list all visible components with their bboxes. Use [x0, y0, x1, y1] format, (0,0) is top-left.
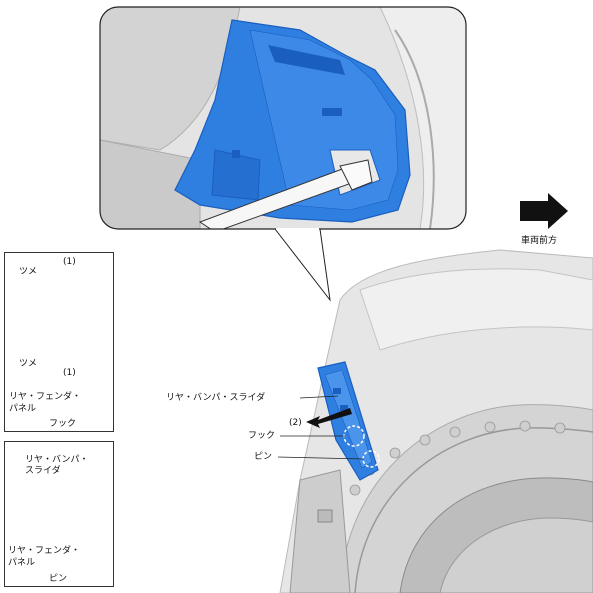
pin-slider-label-2: スライダ	[25, 466, 61, 476]
hook-detail-caption: フック	[49, 419, 77, 429]
rear-bumper-slider-part	[317, 361, 379, 481]
leader-lines	[277, 395, 365, 460]
hook-claw-top-label: ツメ	[19, 267, 38, 277]
pin-location-marker	[362, 450, 380, 468]
step-2-label: (2)	[289, 418, 302, 428]
hook-claw-bottom-label: ツメ	[19, 359, 38, 369]
zoom-balloon	[99, 6, 467, 302]
pin-callout: ピン	[254, 452, 273, 462]
pin-panel-label-1: リヤ・フェンダ・	[8, 546, 81, 556]
vehicle-body	[279, 249, 593, 593]
pin-detail-caption: ピン	[49, 574, 68, 584]
pin-detail-box	[4, 441, 114, 587]
pin-slider-label-1: リヤ・バンパ・	[25, 455, 89, 465]
slider-callout: リヤ・バンパ・スライダ	[166, 393, 266, 403]
hook-panel-label-2: パネル	[9, 404, 37, 414]
hook-panel-label-1: リヤ・フェンダ・	[9, 392, 82, 402]
pin-panel-label-2: パネル	[8, 558, 36, 568]
hook-step-bottom-label: (1)	[63, 368, 76, 378]
right-arrow-icon	[520, 193, 568, 229]
removal-arrow-icon	[306, 408, 352, 428]
hook-detail-box	[4, 252, 114, 432]
direction-label: 車両前方	[521, 236, 558, 246]
hook-step-top-label: (1)	[63, 257, 76, 267]
hook-callout: フック	[248, 431, 276, 441]
